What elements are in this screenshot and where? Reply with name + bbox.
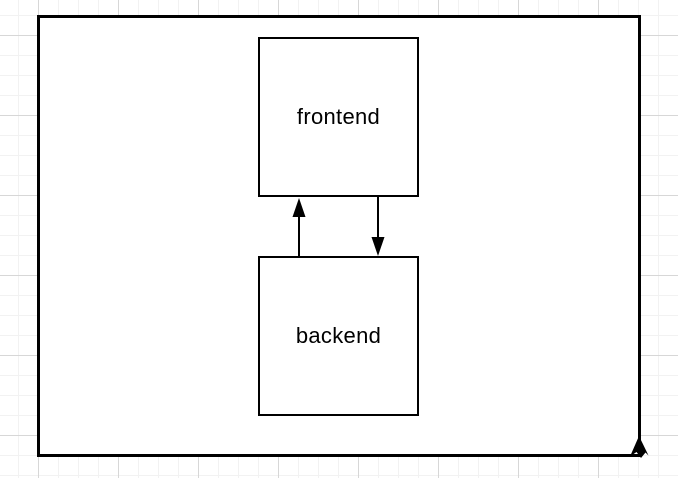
node-frontend[interactable]: frontend (258, 37, 419, 197)
node-backend[interactable]: backend (258, 256, 419, 416)
node-frontend-label: frontend (296, 104, 381, 129)
node-backend-label: backend (295, 323, 382, 348)
